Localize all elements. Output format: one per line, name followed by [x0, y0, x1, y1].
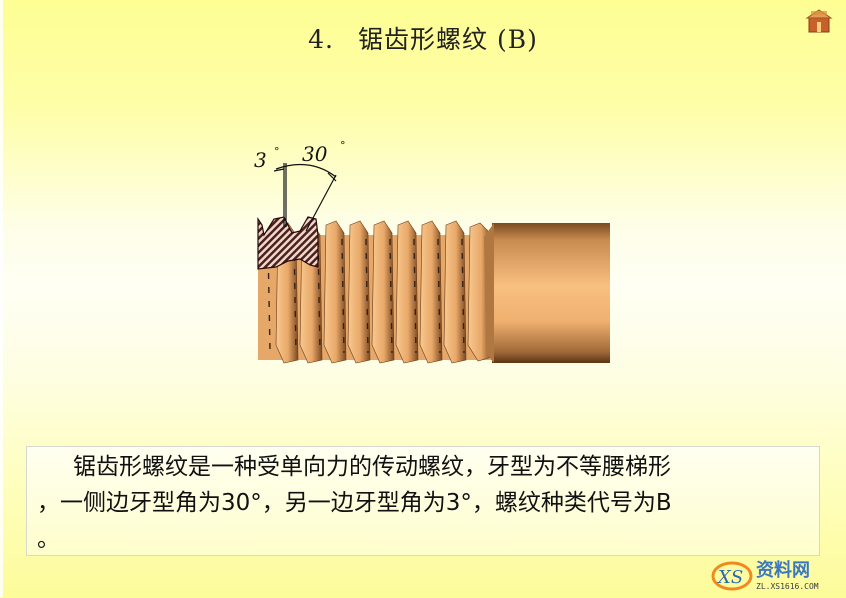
home-icon[interactable]	[805, 8, 833, 34]
angle-3-label: 3	[254, 148, 267, 172]
title-text: 锯齿形螺纹 (B)	[358, 25, 538, 54]
description-line-1: 锯齿形螺纹是一种受单向力的传动螺纹，牙型为不等腰梯形	[73, 454, 671, 480]
svg-text:XS: XS	[716, 567, 743, 588]
angle-30-label: 30	[302, 142, 328, 166]
angle-dimension	[273, 163, 337, 232]
svg-text:ZL.XS1616.COM: ZL.XS1616.COM	[756, 582, 819, 591]
title-number: 4.	[308, 25, 335, 54]
screw-shank	[492, 223, 610, 363]
degree-left: °	[274, 145, 280, 158]
description-textbox: 锯齿形螺纹是一种受单向力的传动螺纹，牙型为不等腰梯形 ，一侧边牙型角为30°，另…	[26, 446, 820, 556]
degree-right: °	[340, 139, 346, 152]
svg-text:资料网: 资料网	[756, 559, 810, 581]
description-line-3: 。	[37, 526, 60, 552]
page-title: 4. 锯齿形螺纹 (B)	[0, 20, 846, 56]
section-profile	[257, 216, 319, 270]
description-line-2: ，一侧边牙型角为30°，另一边牙型角为3°，螺纹种类代号为B	[37, 490, 672, 516]
watermark-logo: XS 资料网 ZL.XS1616.COM	[710, 556, 846, 594]
slide-edge	[0, 0, 3, 597]
buttress-thread-figure: 3 ° 30 °	[240, 135, 630, 375]
